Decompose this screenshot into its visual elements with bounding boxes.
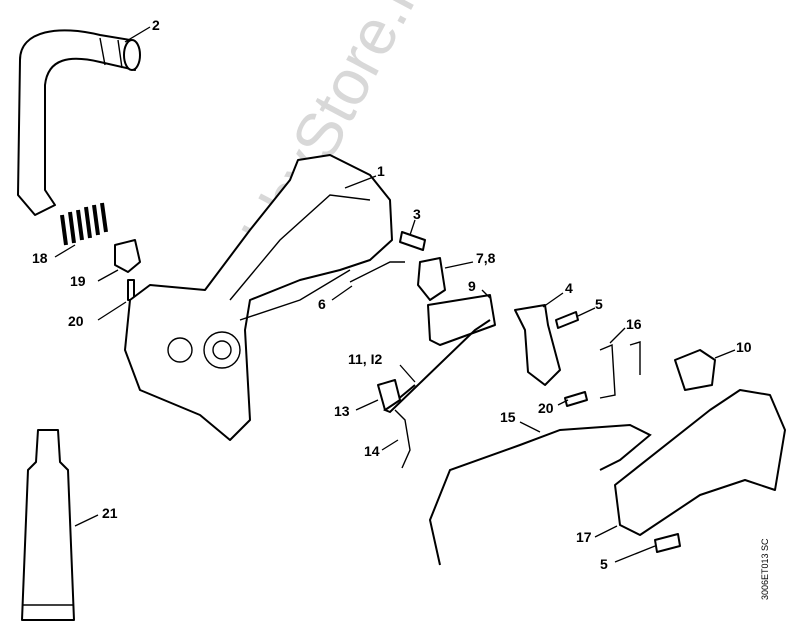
valve-10-part — [674, 349, 716, 391]
screw-5a-part — [555, 311, 579, 329]
callout-18: 18 — [32, 250, 48, 266]
screw-20b-part — [564, 391, 588, 407]
wire-14-part — [394, 409, 411, 469]
clip-13-part — [377, 379, 401, 411]
leader-lines — [54, 26, 736, 563]
lever-16-part — [599, 341, 641, 399]
cover-9-part — [427, 294, 496, 346]
rear-handle-part — [614, 389, 786, 536]
callout-21: 21 — [102, 505, 118, 521]
callout-5b: 5 — [600, 556, 608, 572]
screw-3-part — [399, 231, 426, 251]
callout-3: 3 — [413, 206, 421, 222]
callout-13: 13 — [334, 403, 350, 419]
callout-20: 20 — [68, 313, 84, 329]
housing-part — [124, 154, 393, 441]
callout-2: 2 — [152, 17, 160, 33]
callout-15: 15 — [500, 409, 516, 425]
spring-6-part — [349, 261, 405, 283]
screw-5b-part — [654, 533, 681, 553]
callout-11-12: 11, I2 — [348, 351, 383, 367]
spring-part — [60, 202, 108, 246]
callout-7-8: 7,8 — [476, 250, 496, 266]
cable-15-part — [428, 423, 652, 566]
callout-17: 17 — [576, 529, 592, 545]
lever-78-part — [417, 257, 446, 301]
callout-5: 5 — [595, 296, 603, 312]
callout-6: 6 — [318, 296, 326, 312]
handlebar-part — [17, 29, 141, 216]
callout-10: 10 — [736, 339, 752, 355]
grease-tube-part — [21, 429, 75, 621]
callout-16: 16 — [626, 316, 642, 332]
callout-9: 9 — [468, 278, 476, 294]
callout-14: 14 — [364, 443, 380, 459]
callout-20b: 20 — [538, 400, 554, 416]
buffer-4-part — [514, 304, 561, 386]
callout-1: 1 — [377, 163, 385, 179]
callout-4: 4 — [565, 280, 573, 296]
buffer-part — [114, 239, 141, 273]
drawing-code: 3006ET013 SC — [760, 538, 770, 600]
callout-19: 19 — [70, 273, 86, 289]
